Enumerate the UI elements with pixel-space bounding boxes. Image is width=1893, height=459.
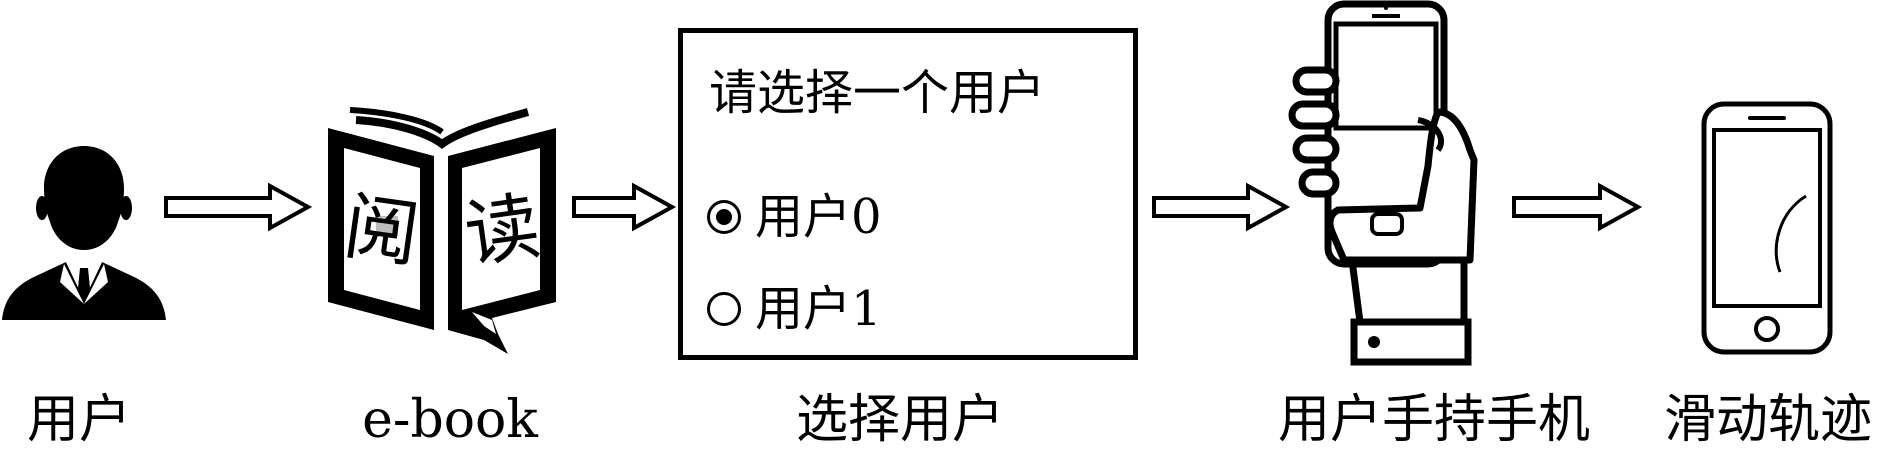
select-user-dialog: 请选择一个用户 用户0 用户1 xyxy=(678,28,1138,360)
user-option-0[interactable]: 用户0 xyxy=(707,187,882,247)
caption-select-user: 选择用户 xyxy=(795,390,1004,450)
arrow-icon xyxy=(1512,182,1643,232)
caption-ebook: e-book xyxy=(362,390,538,450)
hand-holding-phone-icon xyxy=(1288,0,1478,366)
arrow-icon xyxy=(164,182,313,232)
ebook-left-glyph: 阅 xyxy=(339,183,424,278)
caption-user: 用户 xyxy=(26,390,131,450)
caption-swipe: 滑动轨迹 xyxy=(1663,390,1872,450)
caption-hold-phone: 用户手持手机 xyxy=(1277,390,1590,450)
radio-button[interactable] xyxy=(707,292,741,326)
user-option-1[interactable]: 用户1 xyxy=(707,279,882,339)
dialog-title: 请选择一个用户 xyxy=(709,65,1046,121)
ebook-right-glyph: 读 xyxy=(460,183,545,278)
swipe-trajectory xyxy=(1774,194,1807,273)
user-option-label: 用户1 xyxy=(755,281,882,337)
user-icon xyxy=(2,146,166,320)
arrow-icon xyxy=(572,182,677,232)
arrow-icon xyxy=(1152,182,1291,232)
ebook-icon: 阅 读 xyxy=(328,107,556,354)
phone-swipe-icon xyxy=(1701,101,1833,355)
user-option-label: 用户0 xyxy=(755,189,882,245)
radio-button-selected[interactable] xyxy=(707,200,741,234)
